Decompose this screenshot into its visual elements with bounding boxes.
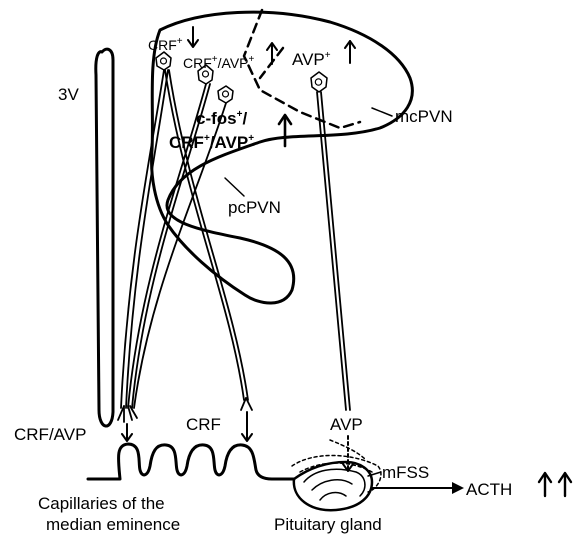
capillaries-label-line2: median eminence (46, 515, 180, 534)
cfos-up-arrow-icon (279, 115, 291, 146)
acth-output-arrow-icon (372, 482, 464, 494)
avp-top-label: AVP+ (292, 50, 331, 69)
pcpvn-pointer (225, 178, 244, 196)
crf-avp-release-arrow-icon (122, 424, 132, 441)
cfos-neuron-icon (218, 86, 233, 103)
crf-top-down-arrow-icon (188, 27, 198, 47)
pituitary-gland-icon (292, 440, 381, 510)
crf-avp-up-arrow-icon (267, 43, 277, 64)
third-ventricle-outline (96, 49, 113, 426)
capillary-loops (88, 444, 294, 479)
terminal-avp-label: AVP (330, 415, 363, 434)
pcpvn-label: pcPVN (228, 198, 281, 217)
mcpvn-pointer (372, 108, 392, 116)
avp-top-up-arrow-icon (345, 41, 355, 63)
axon-avp (317, 92, 350, 410)
capillaries-label-line1: Capillaries of the (38, 494, 165, 513)
terminal-crf-label: CRF (186, 415, 221, 434)
crf-top-label: CRF+ (148, 36, 183, 53)
acth-label: ACTH (466, 480, 512, 499)
crf-neuron-icon (156, 52, 171, 70)
third-ventricle-label: 3V (58, 85, 79, 104)
avp-neuron-icon (311, 72, 327, 92)
pituitary-label: Pituitary gland (274, 515, 382, 534)
terminal-crf-avp-label: CRF/AVP (14, 425, 86, 444)
crf-release-arrow-icon (242, 412, 252, 441)
mfss-label: mFSS (382, 463, 429, 482)
crf-avp-label: CRF+/AVP+ (183, 54, 255, 71)
terminal-crf-icon (241, 398, 252, 410)
avp-release-arrow-icon (343, 436, 353, 471)
acth-double-up-arrow-icon (539, 473, 571, 496)
mcpvn-label: mcPVN (395, 107, 453, 126)
